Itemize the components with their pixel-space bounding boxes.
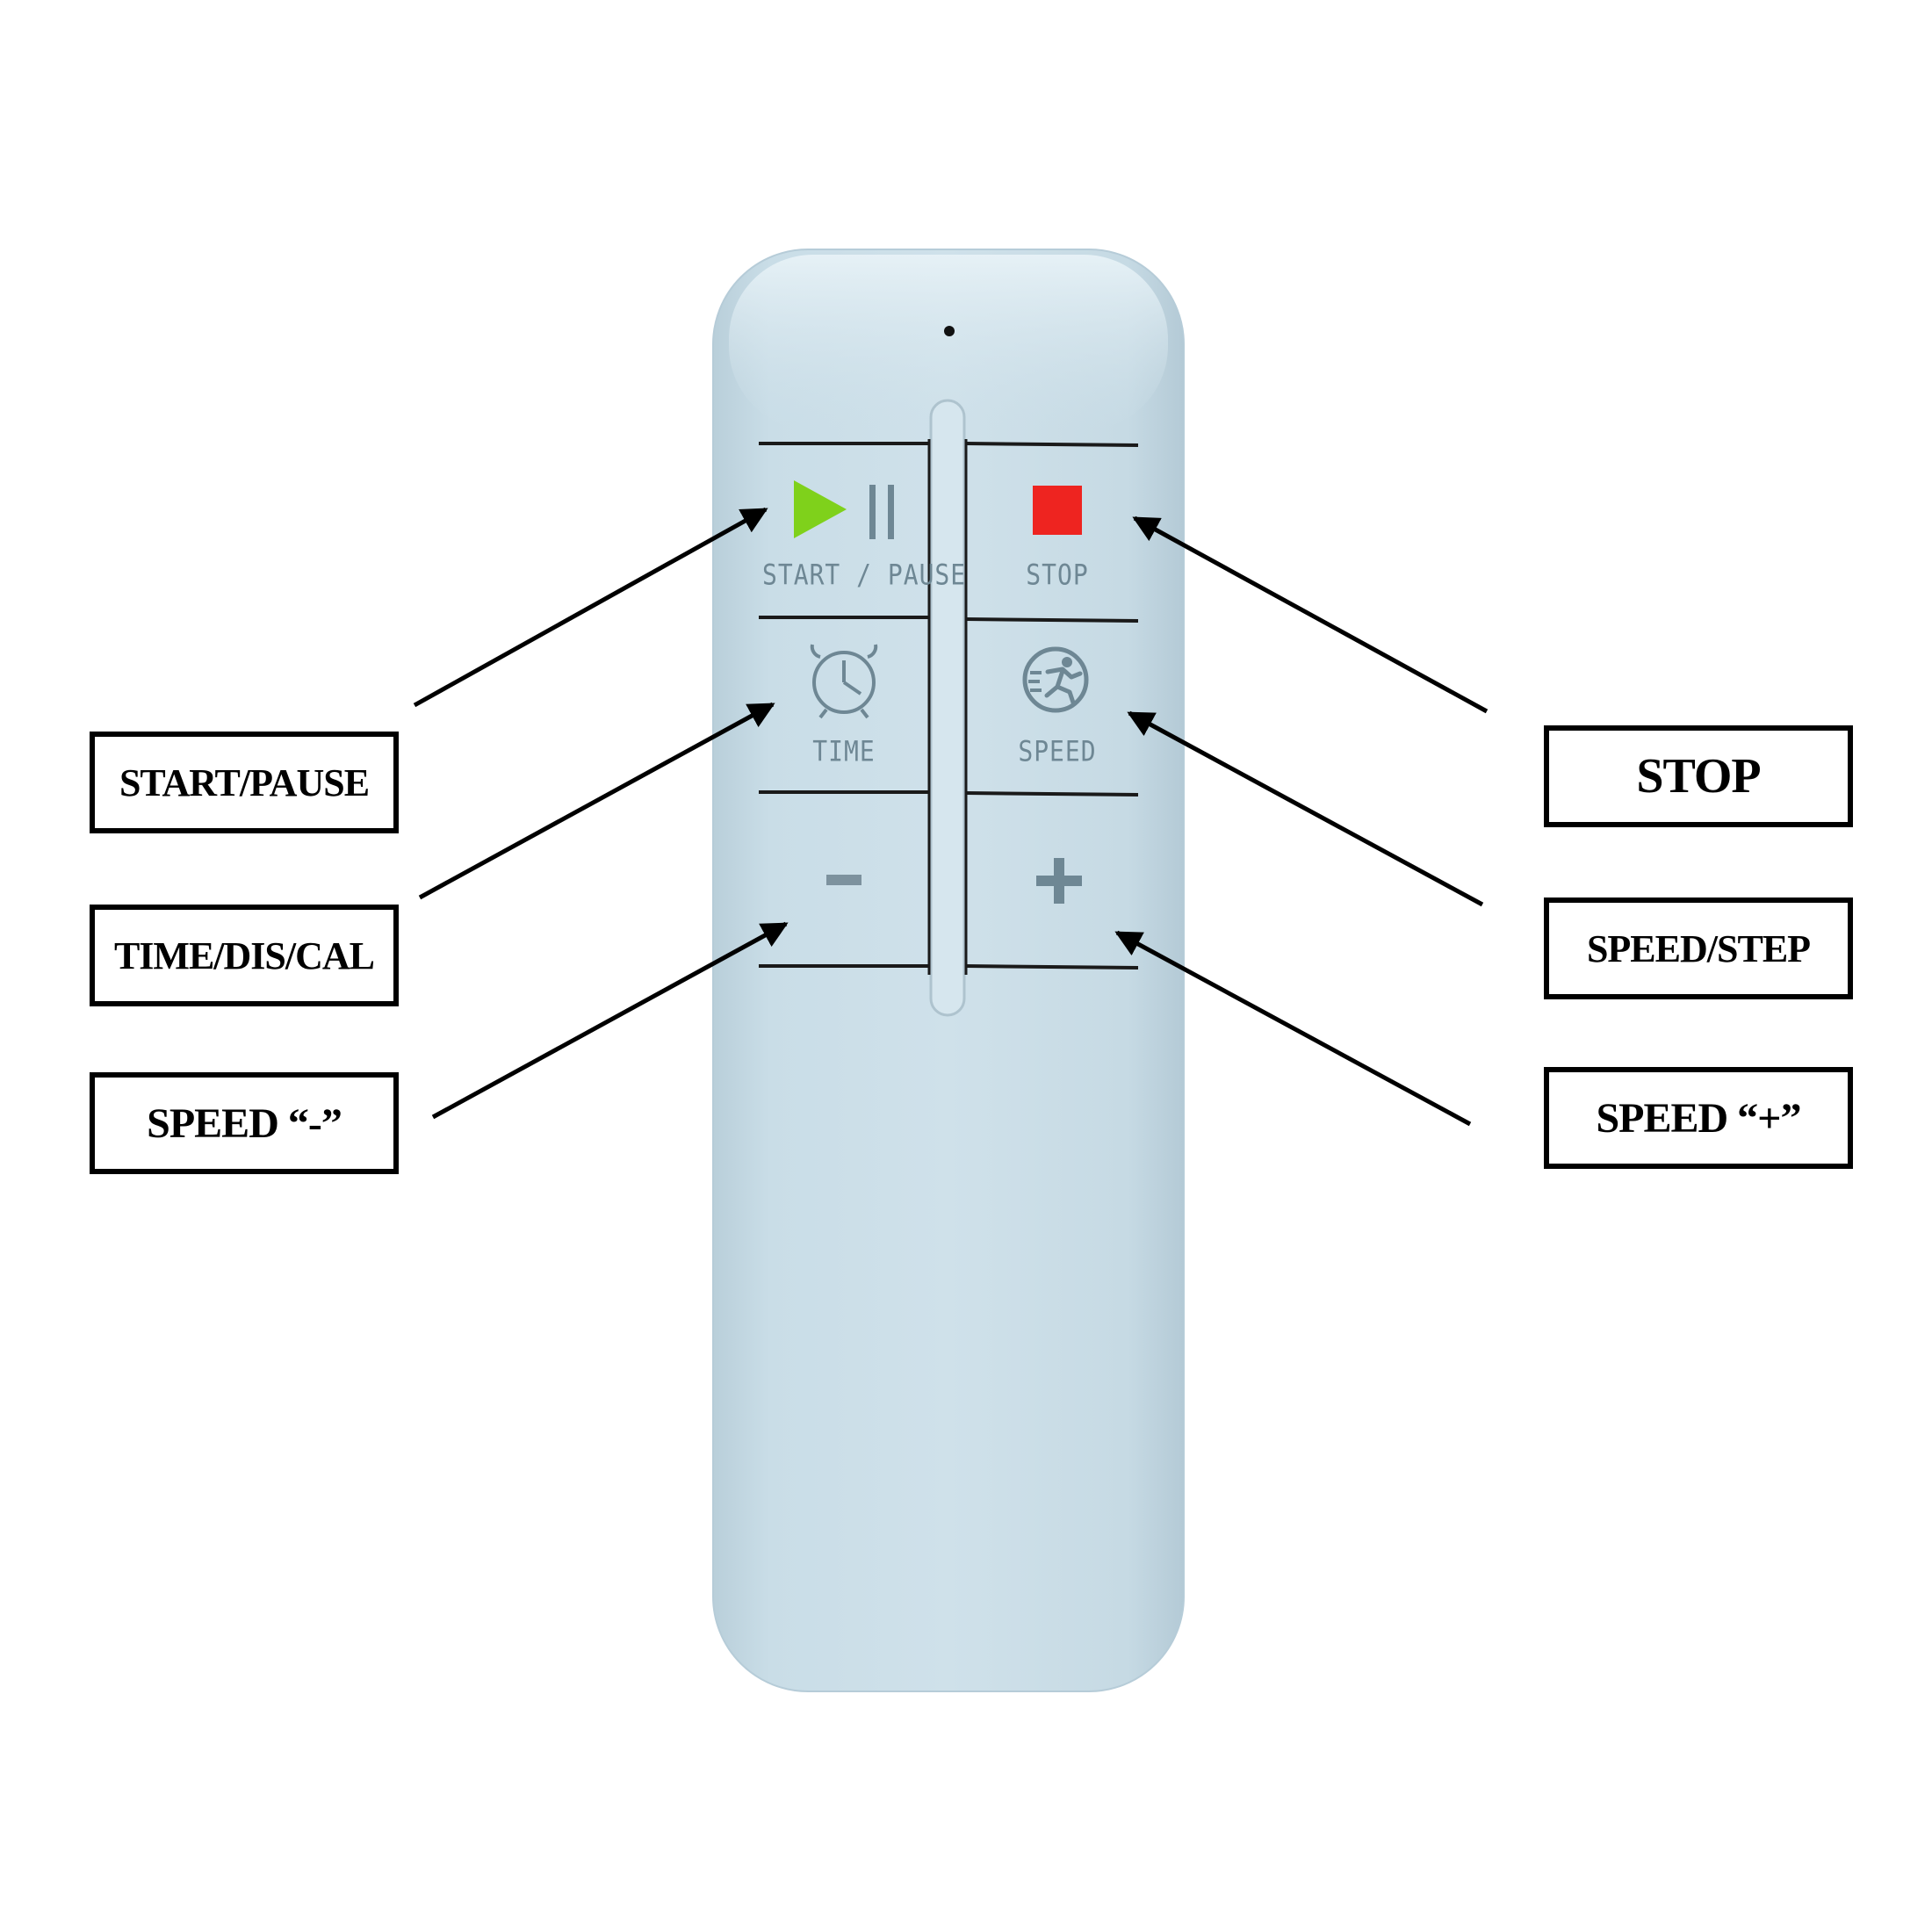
speed-button-label: SPEED (1018, 734, 1097, 768)
callout-speed-step: SPEED/STEP (1544, 898, 1853, 999)
remote-top-shine (729, 255, 1168, 430)
arrow-speed-minus (431, 921, 789, 1120)
callout-speed-plus: SPEED “+” (1544, 1067, 1853, 1169)
arrow-stop (1132, 515, 1489, 714)
alarm-clock-icon[interactable] (810, 644, 878, 719)
arrow-speed-step (1127, 710, 1484, 907)
start-pause-button-label: START / PAUSE (762, 558, 967, 592)
running-man-icon[interactable] (1022, 646, 1089, 713)
pointer-arrows (413, 507, 1489, 1127)
arrow-start-pause (413, 507, 768, 708)
callout-time-dis-cal: TIME/DIS/CAL (90, 905, 399, 1006)
stop-button-label: STOP (1026, 558, 1089, 592)
callout-speed-minus: SPEED “-” (90, 1072, 399, 1174)
time-button-label: TIME (812, 734, 876, 768)
plus-icon[interactable] (1036, 858, 1082, 904)
button-dividers (759, 442, 1139, 970)
play-pause-icon[interactable] (794, 480, 894, 539)
led-indicator (944, 326, 955, 336)
callout-stop: STOP (1544, 725, 1853, 827)
callout-start-pause: START/PAUSE (90, 732, 399, 833)
stop-square-icon[interactable] (1033, 486, 1082, 535)
arrow-time (418, 702, 775, 900)
arrow-speed-plus (1114, 930, 1472, 1127)
center-ridge (929, 399, 966, 1017)
minus-icon[interactable] (826, 875, 861, 885)
